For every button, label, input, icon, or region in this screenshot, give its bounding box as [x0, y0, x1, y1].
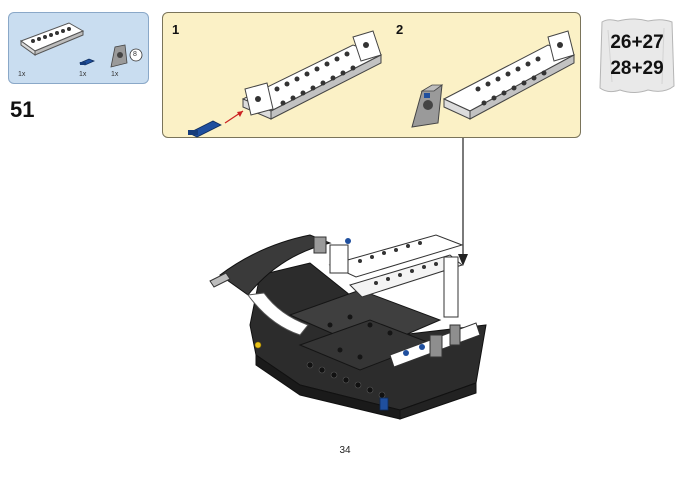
parts-callout: 1x 1x 1x 8	[8, 12, 149, 84]
white-liftarm-frame-part	[19, 22, 85, 56]
part-qty-frame: 1x	[18, 71, 26, 78]
substep-label-1: 1	[172, 22, 180, 37]
substep-2-illustration	[411, 30, 576, 128]
step-arrow	[458, 138, 468, 266]
bag-numbers-line2: 28+29	[610, 58, 664, 79]
badge-circle	[129, 48, 143, 62]
part-qty-pin: 1x	[79, 71, 87, 78]
part-qty-connector: 1x	[111, 71, 119, 78]
substep-label-2: 2	[396, 22, 404, 37]
main-model-illustration	[209, 234, 487, 420]
bag-numbers-line1: 26+27	[610, 32, 664, 53]
part-badge-number: 8	[133, 51, 137, 58]
blue-axle-pin-part	[78, 58, 96, 66]
substep-1-illustration	[188, 30, 383, 138]
page-number: 34	[339, 445, 351, 456]
step-number: 51	[10, 97, 35, 122]
gray-connector-part	[110, 44, 128, 68]
bag-icon	[599, 18, 675, 93]
substep-panel: 1 2	[162, 12, 581, 138]
